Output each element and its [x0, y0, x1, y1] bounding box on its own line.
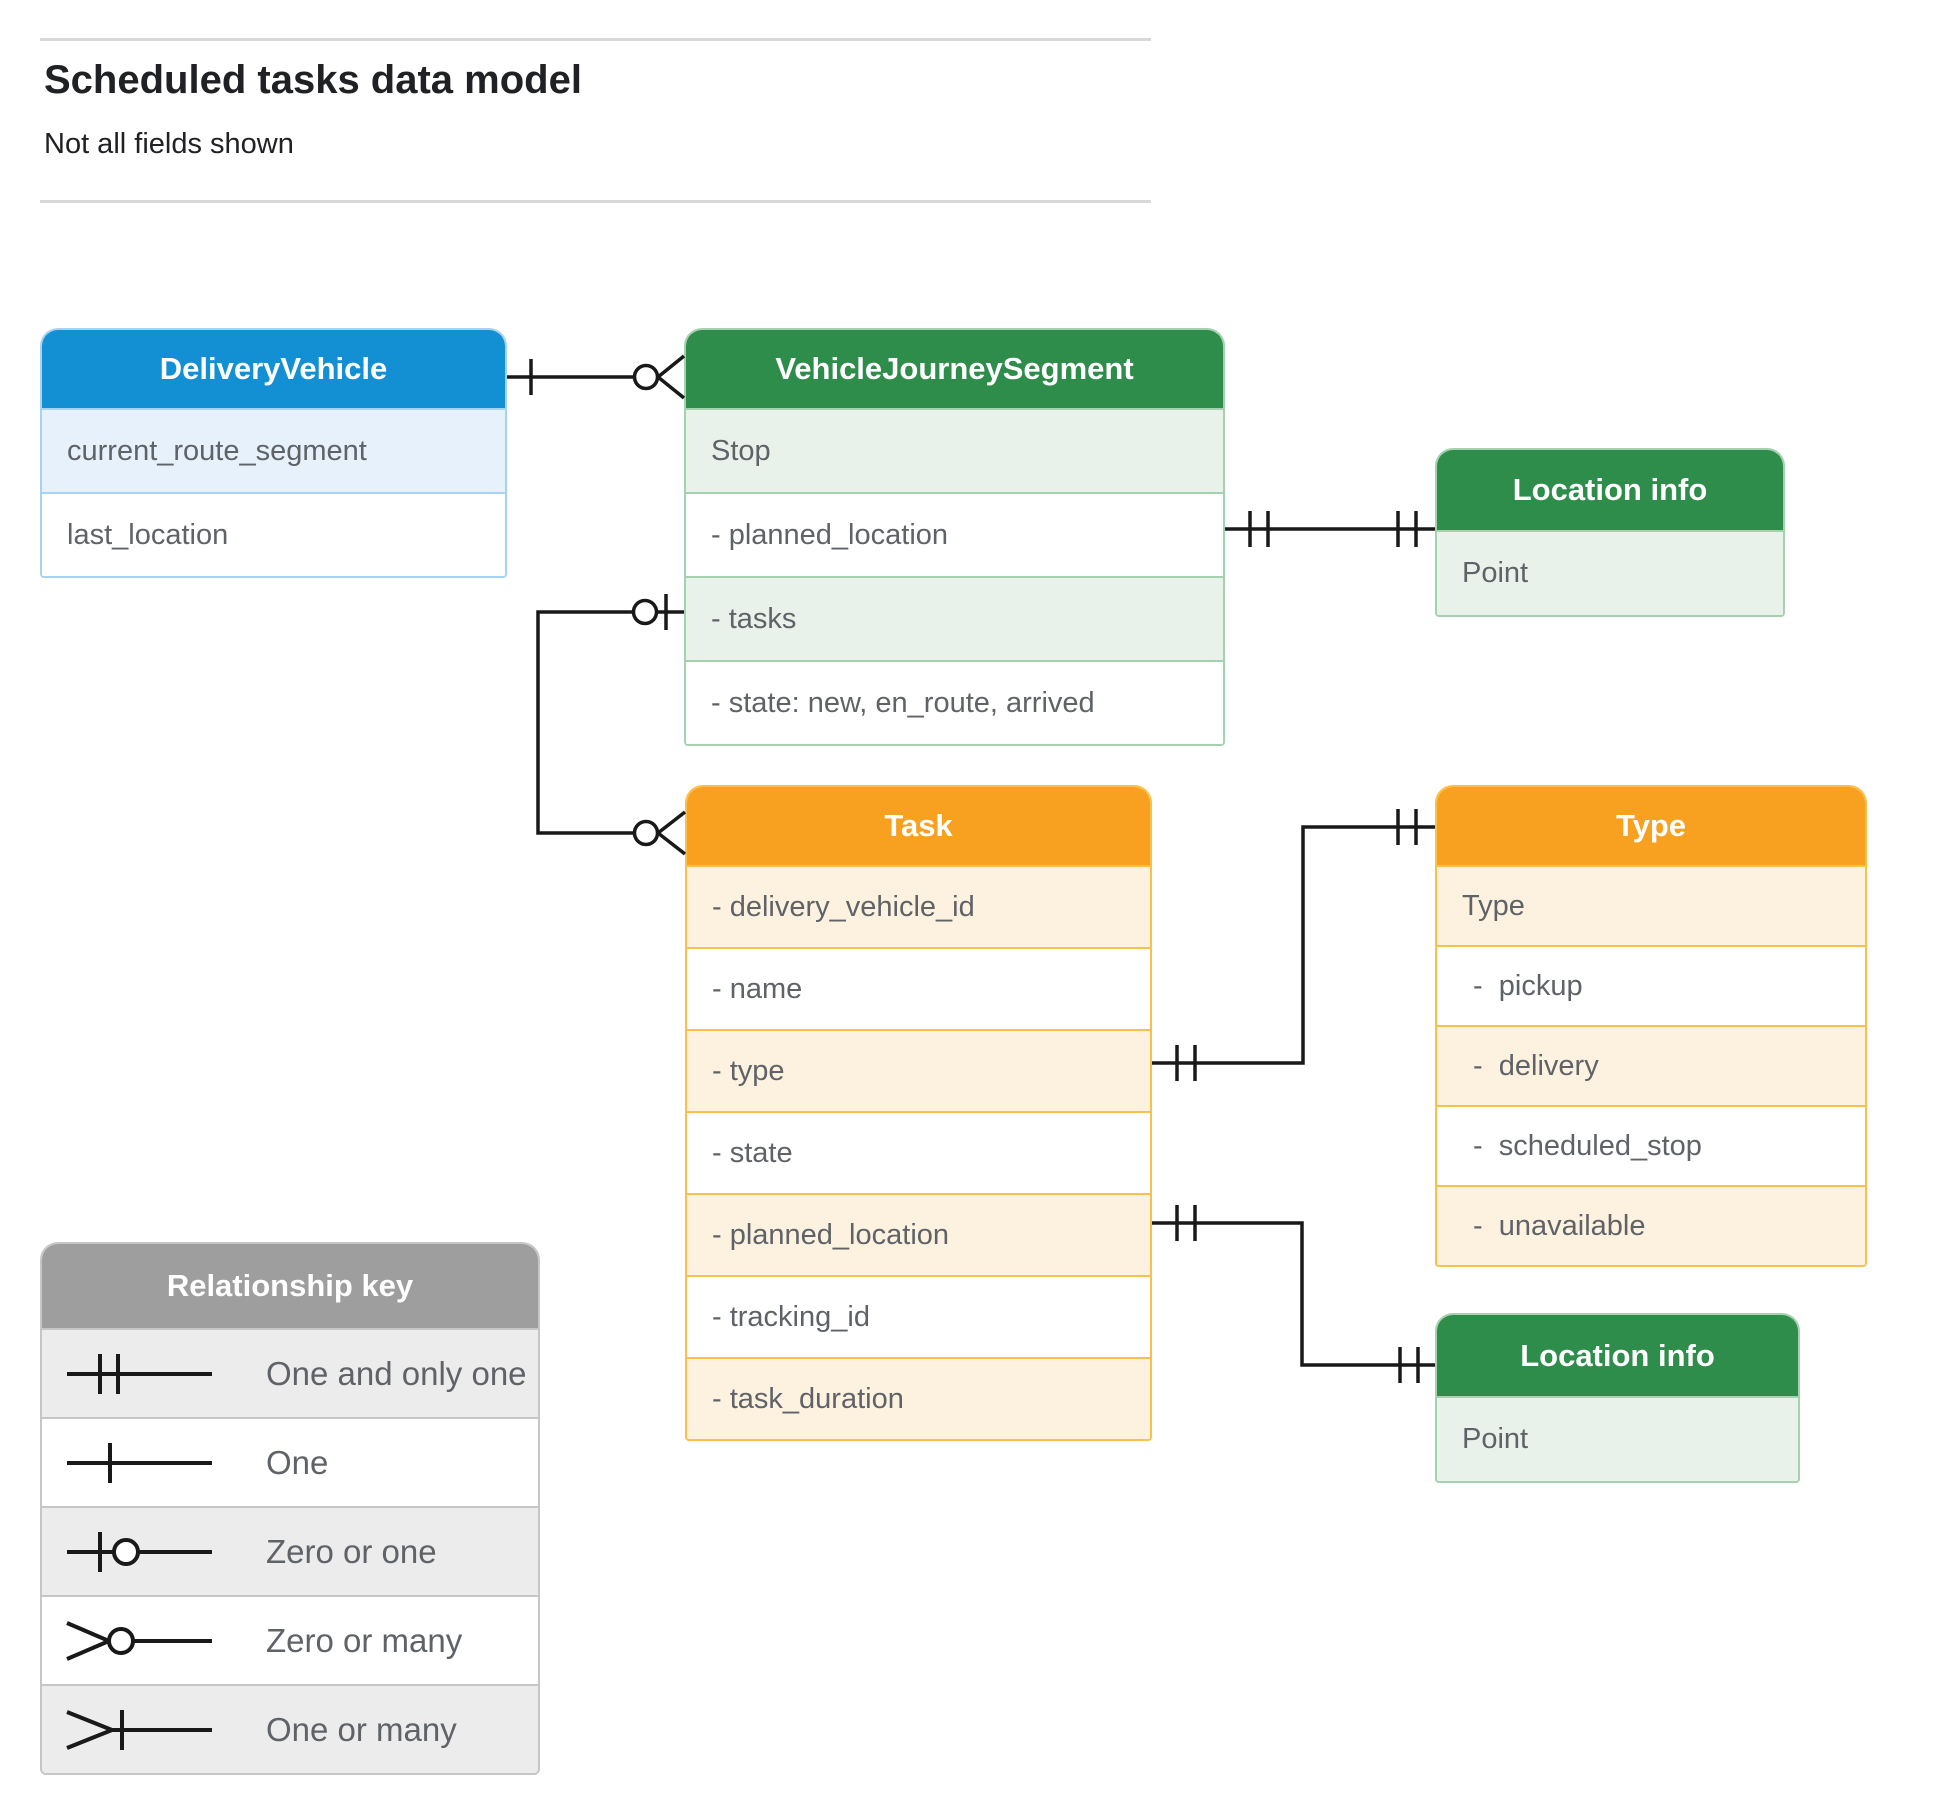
legend-item-one: One [42, 1417, 538, 1506]
legend-label: One [266, 1443, 329, 1481]
entity-task-header: Task [687, 787, 1150, 865]
entity-location-info-bottom-header: Location info [1437, 1315, 1798, 1396]
legend-label: Zero or many [266, 1621, 463, 1659]
field-planned-location: - planned_location [686, 492, 1223, 576]
legend-item-zero-or-one: Zero or one [42, 1506, 538, 1595]
field-tracking-id: - tracking_id [687, 1275, 1150, 1357]
rel-task-type-to-type [1152, 809, 1435, 1081]
page-title: Scheduled tasks data model [44, 58, 582, 102]
one-and-only-one-icon [67, 1353, 212, 1394]
legend-item-zero-or-many: Zero or many [42, 1595, 538, 1684]
rel-vehiclejourneysegment-to-location-info [1225, 511, 1435, 547]
entity-location-info-top: Location info Point [1435, 448, 1785, 617]
field-stop: Stop [686, 408, 1223, 492]
legend-item-one-or-many: One or many [42, 1684, 538, 1773]
page-subtitle: Not all fields shown [44, 128, 294, 160]
entity-vehiclejourneysegment: VehicleJourneySegment Stop - planned_loc… [684, 328, 1225, 746]
field-delivery-vehicle-id: - delivery_vehicle_id [687, 865, 1150, 947]
field-point-top: Point [1437, 530, 1783, 615]
relationship-key-header: Relationship key [42, 1244, 538, 1328]
one-icon [67, 1442, 212, 1483]
top-divider [40, 38, 1151, 41]
field-type: - type [687, 1029, 1150, 1111]
field-type-title: Type [1437, 865, 1865, 945]
entity-type: Type Type - pickup - delivery - schedule… [1435, 785, 1867, 1267]
zero-or-one-icon [67, 1531, 212, 1572]
rel-vehiclejourneysegment-tasks-to-task [536, 594, 687, 856]
field-unavailable: - unavailable [1437, 1185, 1865, 1265]
entity-task: Task - delivery_vehicle_id - name - type… [685, 785, 1152, 1441]
entity-location-info-top-header: Location info [1437, 450, 1783, 530]
field-point-bottom: Point [1437, 1396, 1798, 1481]
field-last-location: last_location [42, 492, 505, 576]
title-divider [40, 200, 1151, 203]
field-task-planned-location: - planned_location [687, 1193, 1150, 1275]
rel-task-planned-location-to-location-info [1152, 1205, 1435, 1383]
rel-deliveryvehicle-to-vehiclejourneysegment [507, 354, 686, 400]
entity-vehiclejourneysegment-header: VehicleJourneySegment [686, 330, 1223, 408]
field-name: - name [687, 947, 1150, 1029]
field-tasks: - tasks [686, 576, 1223, 660]
field-pickup: - pickup [1437, 945, 1865, 1025]
zero-or-many-icon [66, 1620, 212, 1661]
field-task-duration: - task_duration [687, 1357, 1150, 1439]
entity-deliveryvehicle-header: DeliveryVehicle [42, 330, 505, 408]
entity-location-info-bottom: Location info Point [1435, 1313, 1800, 1483]
entity-deliveryvehicle: DeliveryVehicle current_route_segment la… [40, 328, 507, 578]
one-or-many-icon [66, 1709, 212, 1750]
field-scheduled-stop: - scheduled_stop [1437, 1105, 1865, 1185]
legend-item-one-and-only-one: One and only one [42, 1328, 538, 1417]
field-task-state: - state [687, 1111, 1150, 1193]
legend-label: Zero or one [266, 1532, 437, 1570]
relationship-key: Relationship key One and only one One Ze… [40, 1242, 540, 1775]
legend-label: One or many [266, 1710, 457, 1748]
field-state: - state: new, en_route, arrived [686, 660, 1223, 744]
field-current-route-segment: current_route_segment [42, 408, 505, 492]
field-delivery: - delivery [1437, 1025, 1865, 1105]
entity-type-header: Type [1437, 787, 1865, 865]
legend-label: One and only one [266, 1354, 527, 1392]
